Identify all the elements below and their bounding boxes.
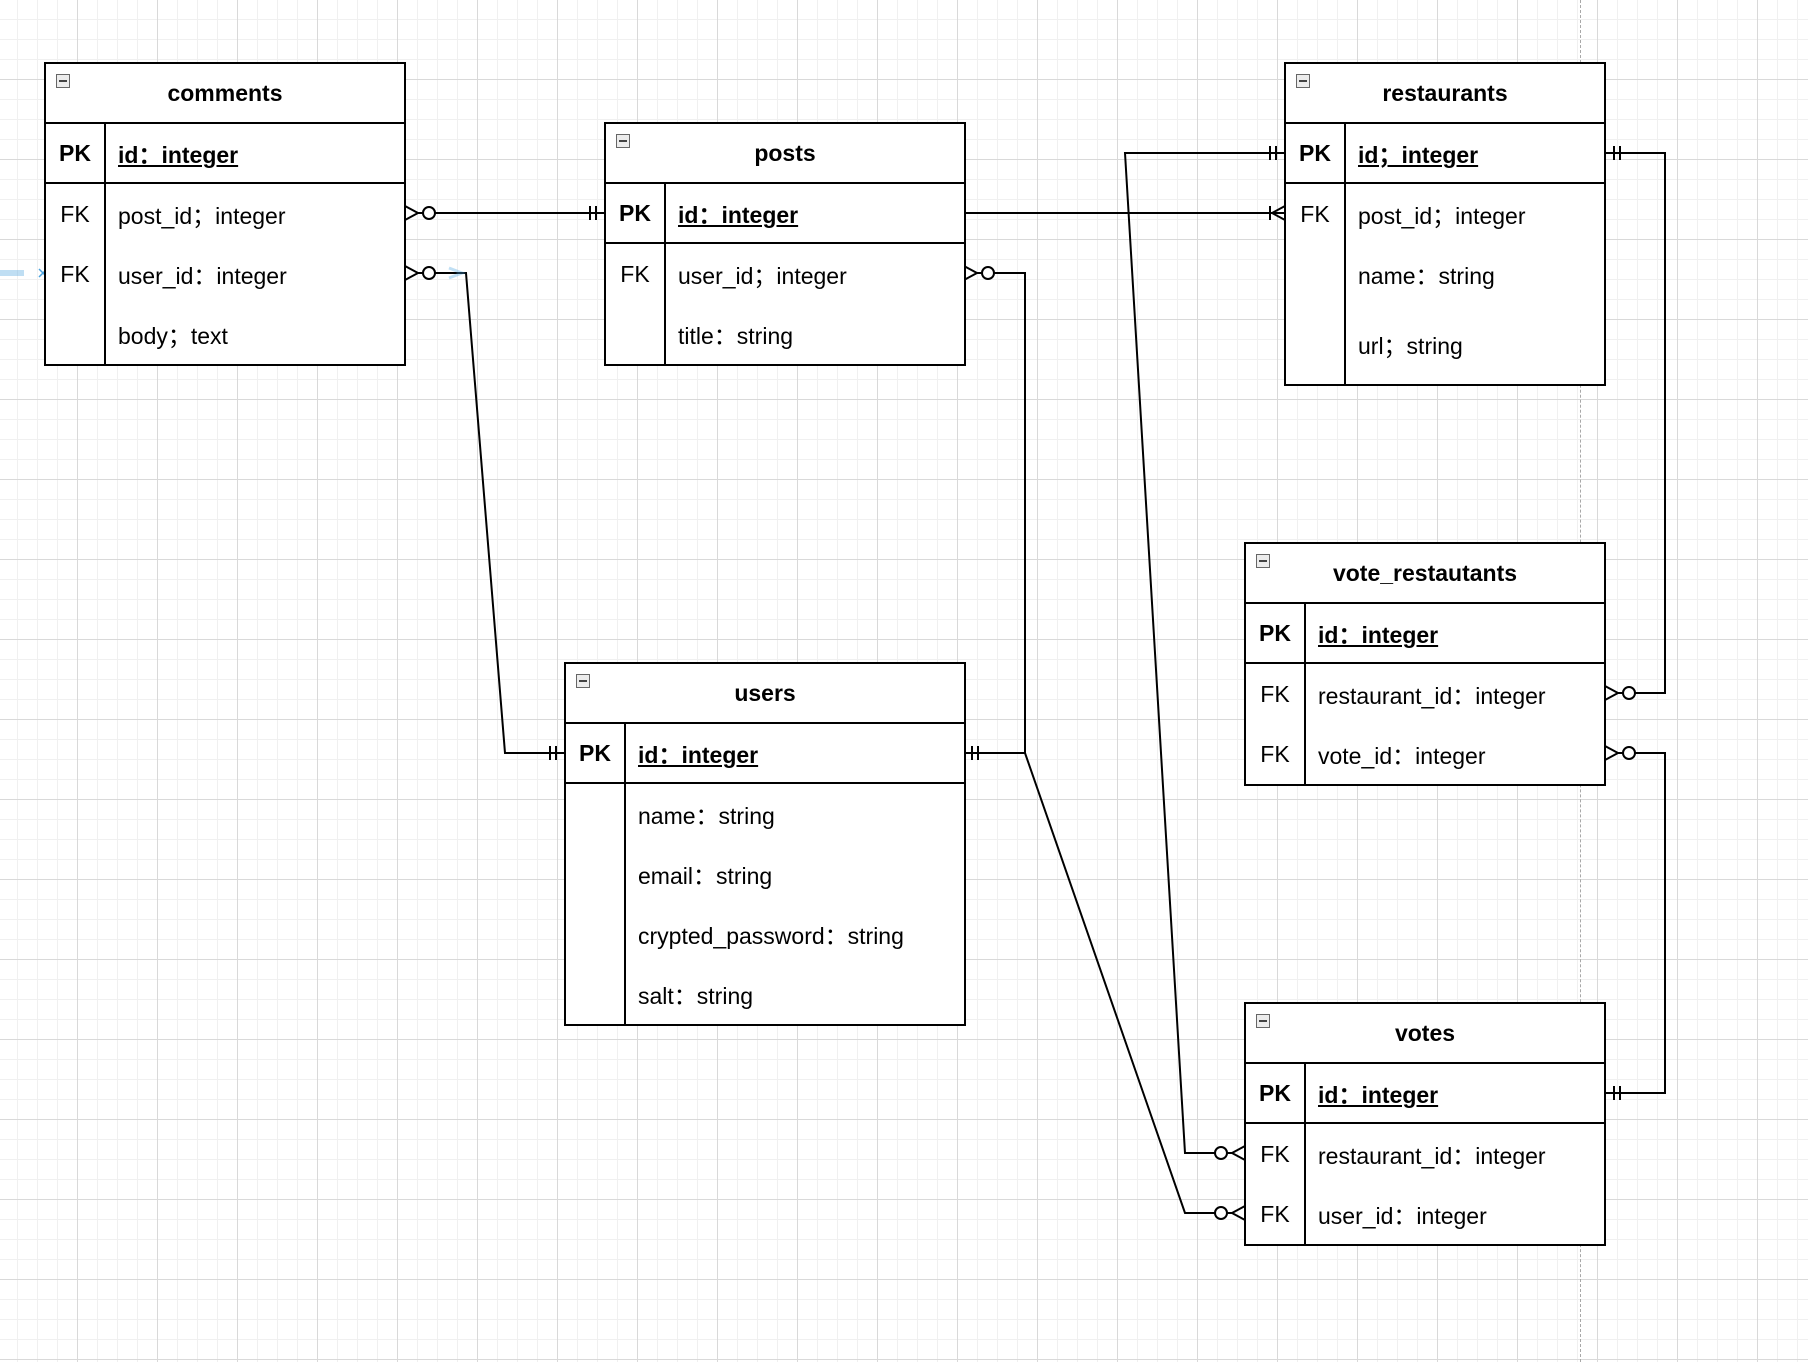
- collapse-icon[interactable]: [576, 674, 590, 688]
- entity-title: comments: [167, 79, 283, 106]
- field-label: name：string: [1358, 263, 1495, 289]
- attribute-row-pk[interactable]: PK id：integer: [566, 724, 964, 784]
- attribute-row[interactable]: FK post_id；integer: [1286, 184, 1604, 244]
- key-label: PK: [1299, 139, 1331, 166]
- entity-posts[interactable]: posts PK id：integer FK user_id；integer t…: [604, 122, 966, 366]
- attribute-row-pk[interactable]: PK id；integer: [1286, 124, 1604, 184]
- entity-title: posts: [754, 139, 816, 166]
- field-label: id：integer: [638, 742, 759, 768]
- attribute-row[interactable]: FK user_id：integer: [1246, 1184, 1604, 1244]
- rel-votes-restaurants[interactable]: [1123, 146, 1285, 1161]
- field-label: body；text: [118, 323, 228, 349]
- key-label: FK: [1260, 680, 1290, 707]
- collapse-icon[interactable]: [1256, 1014, 1270, 1028]
- attribute-row[interactable]: FK post_id；integer: [46, 184, 404, 244]
- key-label: PK: [619, 199, 651, 226]
- key-label: FK: [620, 260, 650, 287]
- entity-title: users: [734, 679, 796, 706]
- field-label: id；integer: [1358, 142, 1479, 168]
- attribute-row[interactable]: body；text: [46, 304, 404, 364]
- entity-title: vote_restautants: [1332, 559, 1518, 586]
- rel-restaurants-posts[interactable]: [965, 205, 1286, 221]
- collapse-icon[interactable]: [1296, 74, 1310, 88]
- key-label: PK: [1259, 1079, 1291, 1106]
- field-label: id：integer: [1318, 622, 1439, 648]
- rel-vote-restaurants-restaurants[interactable]: [1604, 146, 1666, 701]
- attribute-row[interactable]: title：string: [606, 304, 964, 364]
- field-label: email：string: [638, 863, 773, 889]
- entity-vote-restaurants[interactable]: vote_restautants PK id：integer FK restau…: [1244, 542, 1606, 786]
- attribute-row[interactable]: name：string: [1286, 244, 1604, 304]
- entity-votes[interactable]: votes PK id：integer FK restaurant_id：int…: [1244, 1002, 1606, 1246]
- field-label: user_id：integer: [118, 263, 287, 289]
- field-label: user_id：integer: [1318, 1203, 1487, 1229]
- attribute-row[interactable]: name：string: [566, 784, 964, 844]
- attribute-row[interactable]: salt：string: [566, 964, 964, 1024]
- attribute-row[interactable]: FK user_id；integer: [606, 244, 964, 304]
- collapse-icon[interactable]: [56, 74, 70, 88]
- attribute-row[interactable]: crypted_password：string: [566, 904, 964, 964]
- attribute-row[interactable]: FK vote_id：integer: [1246, 724, 1604, 784]
- rel-vote-restaurants-votes[interactable]: [1604, 745, 1666, 1100]
- column-divider: [624, 724, 626, 1024]
- key-label: PK: [1259, 619, 1291, 646]
- field-label: salt：string: [638, 983, 754, 1009]
- attribute-row[interactable]: FK user_id：integer: [46, 244, 404, 304]
- field-label: title：string: [678, 323, 794, 349]
- attribute-row[interactable]: FK restaurant_id：integer: [1246, 1124, 1604, 1184]
- key-label: PK: [59, 139, 91, 166]
- field-label: id：integer: [678, 202, 799, 228]
- key-label: FK: [60, 260, 90, 287]
- column-divider: [664, 184, 666, 364]
- attribute-row[interactable]: url；string: [1286, 304, 1604, 384]
- attribute-row-pk[interactable]: PK id：integer: [1246, 1064, 1604, 1124]
- key-label: FK: [60, 200, 90, 227]
- entity-title: votes: [1394, 1019, 1456, 1046]
- entity-title: restaurants: [1382, 79, 1508, 106]
- key-label: FK: [1260, 1200, 1290, 1227]
- rel-comments-users[interactable]: [404, 265, 565, 760]
- field-label: vote_id：integer: [1318, 743, 1486, 769]
- attribute-row-pk[interactable]: PK id：integer: [1246, 604, 1604, 664]
- column-divider: [1304, 604, 1306, 784]
- field-label: id：integer: [1318, 1082, 1439, 1108]
- rel-comments-posts[interactable]: [404, 205, 605, 221]
- collapse-icon[interactable]: [616, 134, 630, 148]
- attribute-row-pk[interactable]: PK id：integer: [606, 184, 964, 244]
- column-divider: [1344, 124, 1346, 384]
- field-label: post_id；integer: [118, 203, 286, 229]
- field-label: id：integer: [118, 142, 239, 168]
- key-label: PK: [579, 739, 611, 766]
- attribute-row[interactable]: FK restaurant_id：integer: [1246, 664, 1604, 724]
- field-label: url；string: [1358, 333, 1463, 359]
- field-label: name：string: [638, 803, 775, 829]
- attribute-row-pk[interactable]: PK id：integer: [46, 124, 404, 184]
- field-label: restaurant_id：integer: [1318, 683, 1546, 709]
- rel-votes-users[interactable]: [1024, 752, 1246, 1221]
- field-label: user_id；integer: [678, 263, 847, 289]
- column-divider: [104, 124, 106, 364]
- key-label: FK: [1300, 200, 1330, 227]
- rel-posts-users[interactable]: [963, 265, 1026, 760]
- entity-comments[interactable]: comments PK id：integer FK post_id；intege…: [44, 62, 406, 366]
- field-label: post_id；integer: [1358, 203, 1526, 229]
- key-label: FK: [1260, 740, 1290, 767]
- column-divider: [1304, 1064, 1306, 1244]
- collapse-icon[interactable]: [1256, 554, 1270, 568]
- entity-users[interactable]: users PK id：integer name：string email：st…: [564, 662, 966, 1026]
- attribute-row[interactable]: email：string: [566, 844, 964, 904]
- key-label: FK: [1260, 1140, 1290, 1167]
- entity-restaurants[interactable]: restaurants PK id；integer FK post_id；int…: [1284, 62, 1606, 386]
- field-label: restaurant_id：integer: [1318, 1143, 1546, 1169]
- field-label: crypted_password：string: [638, 923, 904, 949]
